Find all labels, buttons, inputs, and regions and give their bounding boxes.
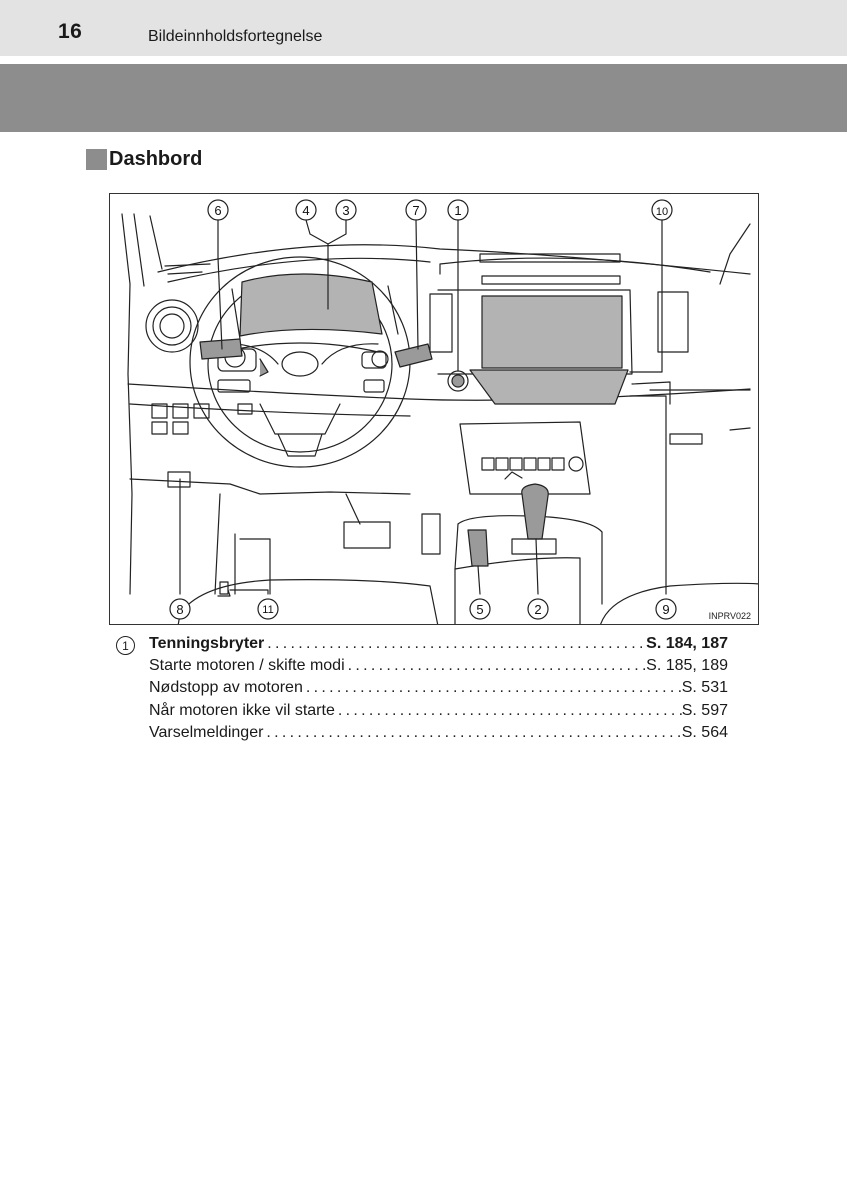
dot-leader: ........................................… — [305, 679, 682, 696]
entry-list: 1 Tenningsbryter.........................… — [116, 634, 728, 747]
svg-text:2: 2 — [534, 602, 541, 617]
entry-row: Varselmeldinger.........................… — [116, 724, 728, 747]
page-number: 16 — [58, 20, 83, 43]
section-heading: Dashbord — [86, 148, 202, 170]
entry-label: Nødstopp av motoren — [149, 679, 303, 696]
entry-page-ref: S. 184, 187 — [646, 634, 728, 652]
dashboard-illustration: 6 4 3 7 1 10 8 — [109, 193, 759, 625]
page-header: 16 Bildeinnholdsfortegnelse — [0, 0, 847, 56]
entry-page-ref: S. 564 — [681, 724, 728, 741]
svg-text:1: 1 — [454, 203, 461, 218]
callout-8: 8 — [169, 598, 191, 620]
section-title: Dashbord — [109, 147, 203, 170]
callout-6: 6 — [207, 199, 229, 221]
entry-page-ref: S. 185, 189 — [646, 656, 728, 674]
entry-row: Starte motoren / skifte modi............… — [116, 657, 728, 680]
header-band — [0, 64, 847, 132]
callout-11: 11 — [257, 598, 279, 620]
svg-text:5: 5 — [476, 602, 483, 617]
callout-10: 10 — [651, 199, 673, 221]
svg-text:9: 9 — [662, 602, 669, 617]
entry-page-ref: S. 597 — [681, 701, 728, 719]
callout-9: 9 — [655, 598, 677, 620]
callout-4: 4 — [295, 199, 317, 221]
svg-text:10: 10 — [656, 206, 668, 218]
callout-3: 3 — [335, 199, 357, 221]
callout-1: 1 — [447, 199, 469, 221]
dot-leader: ........................................… — [337, 701, 682, 719]
entry-row: Når motoren ikke vil starte.............… — [116, 702, 728, 725]
entry-label: Varselmeldinger — [149, 724, 264, 741]
entry-label: Starte motoren / skifte modi — [149, 656, 345, 674]
header-title: Bildeinnholdsfortegnelse — [148, 28, 323, 45]
callout-7: 7 — [405, 199, 427, 221]
figure-code: INPRV022 — [708, 611, 751, 621]
dot-leader: ........................................… — [347, 656, 647, 674]
entry-number: 1 — [116, 634, 138, 655]
entry-page-ref: S. 531 — [681, 679, 728, 696]
entry-label: Når motoren ikke vil starte — [149, 701, 335, 719]
dot-leader: ........................................… — [267, 634, 647, 652]
svg-text:11: 11 — [262, 604, 273, 616]
svg-text:3: 3 — [342, 203, 349, 218]
section-marker-icon — [86, 148, 107, 170]
svg-text:8: 8 — [176, 602, 183, 617]
callout-5: 5 — [469, 598, 491, 620]
callout-2: 2 — [527, 598, 549, 620]
entry-row: Nødstopp av motoren.....................… — [116, 679, 728, 702]
entry-number-circle: 1 — [116, 636, 135, 655]
entry-row: 1 Tenningsbryter.........................… — [116, 634, 728, 657]
svg-text:6: 6 — [214, 203, 221, 218]
dot-leader: ........................................… — [266, 724, 681, 741]
entry-label: Tenningsbryter — [149, 634, 265, 652]
svg-text:7: 7 — [412, 203, 419, 218]
svg-text:4: 4 — [302, 203, 309, 218]
dashboard-drawing: 6 4 3 7 1 10 8 — [121, 199, 758, 624]
